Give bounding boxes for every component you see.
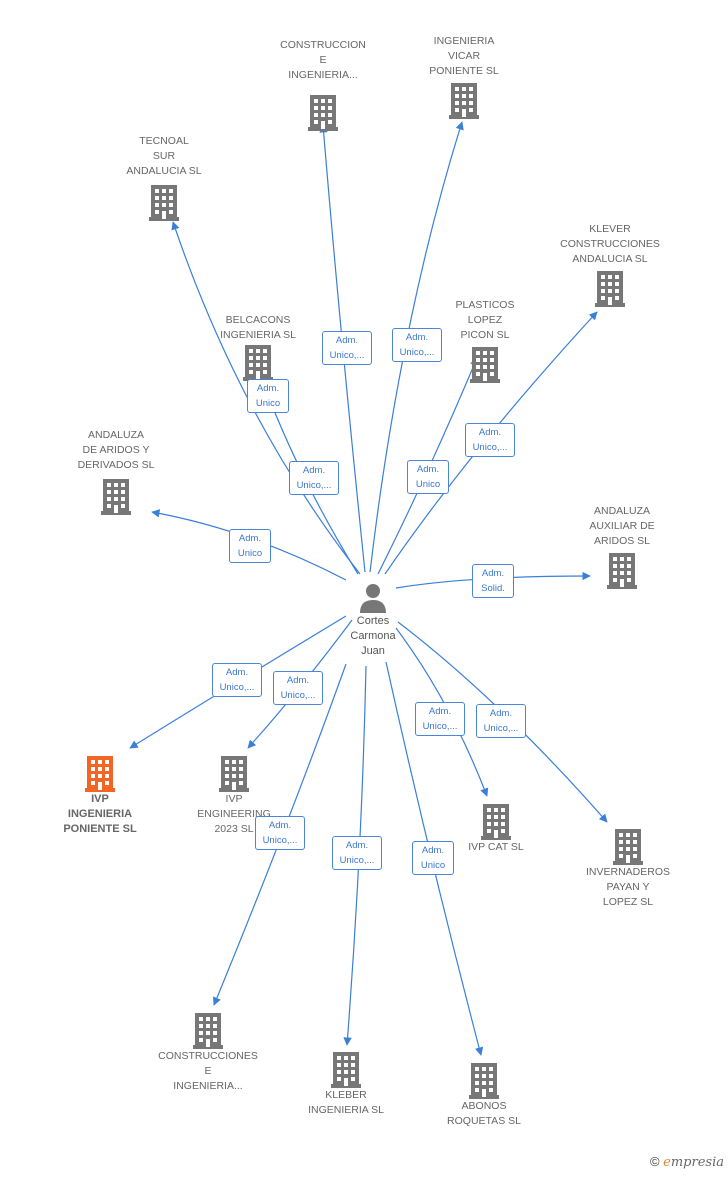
company-label: CONSTRUCCIONES E INGENIERIA... [158,1050,258,1092]
building-icon [469,1063,499,1099]
relation-label[interactable]: Adm. Unico,... [332,836,382,870]
relation-label[interactable]: Adm. Unico,... [392,328,442,362]
company-node[interactable]: ABONOS ROQUETAS SL [419,1063,549,1129]
relation-label[interactable]: Adm. Unico,... [322,331,372,365]
building-icon [449,83,479,119]
person-icon [360,584,386,613]
company-label: IVP INGENIERIA PONIENTE SL [63,793,137,835]
building-icon [149,185,179,221]
brand-name: mpresia [670,1155,724,1170]
building-icon [85,756,115,792]
company-label: ANDALUZA DE ARIDOS Y DERIVADOS SL [77,429,155,471]
building-icon [595,271,625,307]
company-node[interactable]: KLEBER INGENIERIA SL [281,1052,411,1118]
company-node-highlighted[interactable]: IVP INGENIERIA PONIENTE SL [35,756,165,837]
relation-label[interactable]: Adm. Unico,... [289,461,339,495]
company-label: INGENIERIA VICAR PONIENTE SL [429,35,499,77]
relation-label[interactable]: Adm. Unico [407,460,449,494]
relation-label[interactable]: Adm. Unico,... [415,702,465,736]
building-icon [613,829,643,865]
company-label: ANDALUZA AUXILIAR DE ARIDOS SL [589,505,655,547]
company-node[interactable]: ANDALUZA DE ARIDOS Y DERIVADOS SL [51,428,181,515]
company-node[interactable]: TECNOAL SUR ANDALUCIA SL [99,134,229,221]
company-label: TECNOAL SUR ANDALUCIA SL [126,135,202,177]
copyright-symbol: © [649,1154,660,1169]
relation-label[interactable]: Adm. Unico [247,379,289,413]
company-label: IVP CAT SL [468,841,524,853]
center-person-name: Cortes Carmona Juan [350,615,396,657]
building-icon [331,1052,361,1088]
company-label: PLASTICOS LOPEZ PICON SL [455,299,515,341]
company-node[interactable]: ANDALUZA AUXILIAR DE ARIDOS SL [557,504,687,589]
company-node[interactable]: INGENIERIA VICAR PONIENTE SL [399,34,529,119]
company-label: IVP ENGINEERING 2023 SL [197,793,271,835]
relation-label[interactable]: Adm. Unico,... [255,816,305,850]
company-node[interactable]: INVERNADEROS PAYAN Y LOPEZ SL [563,829,693,910]
center-person-node[interactable]: Cortes Carmona Juan [333,582,413,659]
relation-label[interactable]: Adm. Unico,... [212,663,262,697]
brand-initial: e [663,1155,671,1170]
company-node[interactable]: IVP ENGINEERING 2023 SL [169,756,299,837]
company-node[interactable]: KLEVER CONSTRUCCIONES ANDALUCIA SL [545,222,675,307]
relation-label[interactable]: Adm. Solid. [472,564,514,598]
company-label: BELCACONS INGENIERIA SL [220,314,296,341]
company-label: KLEBER INGENIERIA SL [308,1089,384,1116]
relation-label[interactable]: Adm. Unico,... [465,423,515,457]
brand-logo: © empresia [650,1154,724,1170]
company-node[interactable]: CONSTRUCCIONES E INGENIERIA... [143,1013,273,1094]
relation-label[interactable]: Adm. Unico,... [476,704,526,738]
building-icon [607,553,637,589]
relation-label[interactable]: Adm. Unico,... [273,671,323,705]
company-node[interactable]: CONSTRUCCION E INGENIERIA... [258,38,388,131]
company-node[interactable]: BELCACONS INGENIERIA SL [193,313,323,381]
company-node[interactable]: IVP CAT SL [431,804,561,855]
company-node[interactable]: PLASTICOS LOPEZ PICON SL [420,298,550,383]
building-icon [243,345,273,381]
relation-label[interactable]: Adm. Unico [229,529,271,563]
building-icon [481,804,511,840]
relation-label[interactable]: Adm. Unico [412,841,454,875]
company-label: ABONOS ROQUETAS SL [447,1100,521,1127]
building-icon [101,479,131,515]
company-label: KLEVER CONSTRUCCIONES ANDALUCIA SL [560,223,660,265]
company-label: CONSTRUCCION E INGENIERIA... [280,39,366,81]
building-icon [308,95,338,131]
building-icon [219,756,249,792]
company-label: INVERNADEROS PAYAN Y LOPEZ SL [585,866,670,908]
building-icon [193,1013,223,1049]
building-icon [470,347,500,383]
